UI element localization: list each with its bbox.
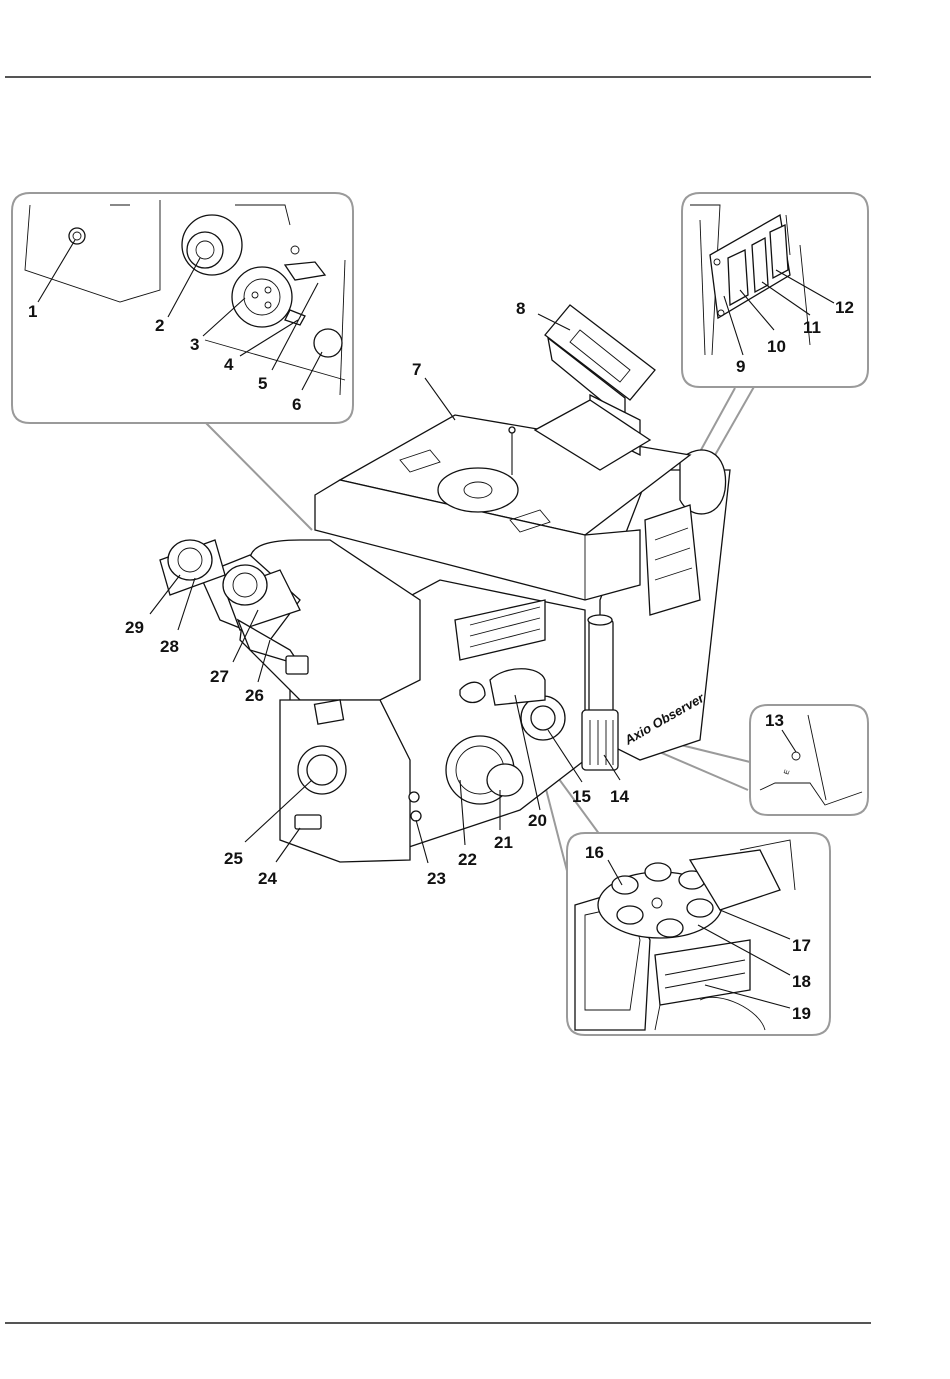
callout-14: 14	[610, 787, 629, 806]
callout-19: 19	[792, 1004, 811, 1023]
callout-17: 17	[792, 936, 811, 955]
callout-4: 4	[224, 355, 234, 374]
callout-26: 26	[245, 686, 264, 705]
inset-ports	[12, 193, 353, 423]
callout-11: 11	[803, 318, 821, 337]
callout-2: 2	[155, 316, 164, 335]
callout-27: 27	[210, 667, 229, 686]
callout-18: 18	[792, 972, 811, 991]
inset-slots	[682, 193, 868, 387]
callout-21: 21	[494, 833, 513, 852]
callout-24: 24	[258, 869, 277, 888]
callout-5: 5	[258, 374, 267, 393]
callout-20: 20	[528, 811, 547, 830]
callout-7: 7	[412, 360, 421, 379]
callout-13: 13	[765, 711, 784, 730]
callout-10: 10	[767, 337, 786, 356]
callout-15: 15	[572, 787, 591, 806]
callout-29: 29	[125, 618, 144, 637]
inset-reflector-turret	[567, 833, 830, 1035]
callout-23: 23	[427, 869, 446, 888]
callout-22: 22	[458, 850, 477, 869]
callout-28: 28	[160, 637, 179, 656]
callout-3: 3	[190, 335, 199, 354]
callout-9: 9	[736, 357, 745, 376]
callout-12: 12	[835, 298, 854, 317]
callout-6: 6	[292, 395, 301, 414]
callout-8: 8	[516, 299, 525, 318]
callout-1: 1	[28, 302, 37, 321]
callout-25: 25	[224, 849, 243, 868]
callout-16: 16	[585, 843, 604, 862]
